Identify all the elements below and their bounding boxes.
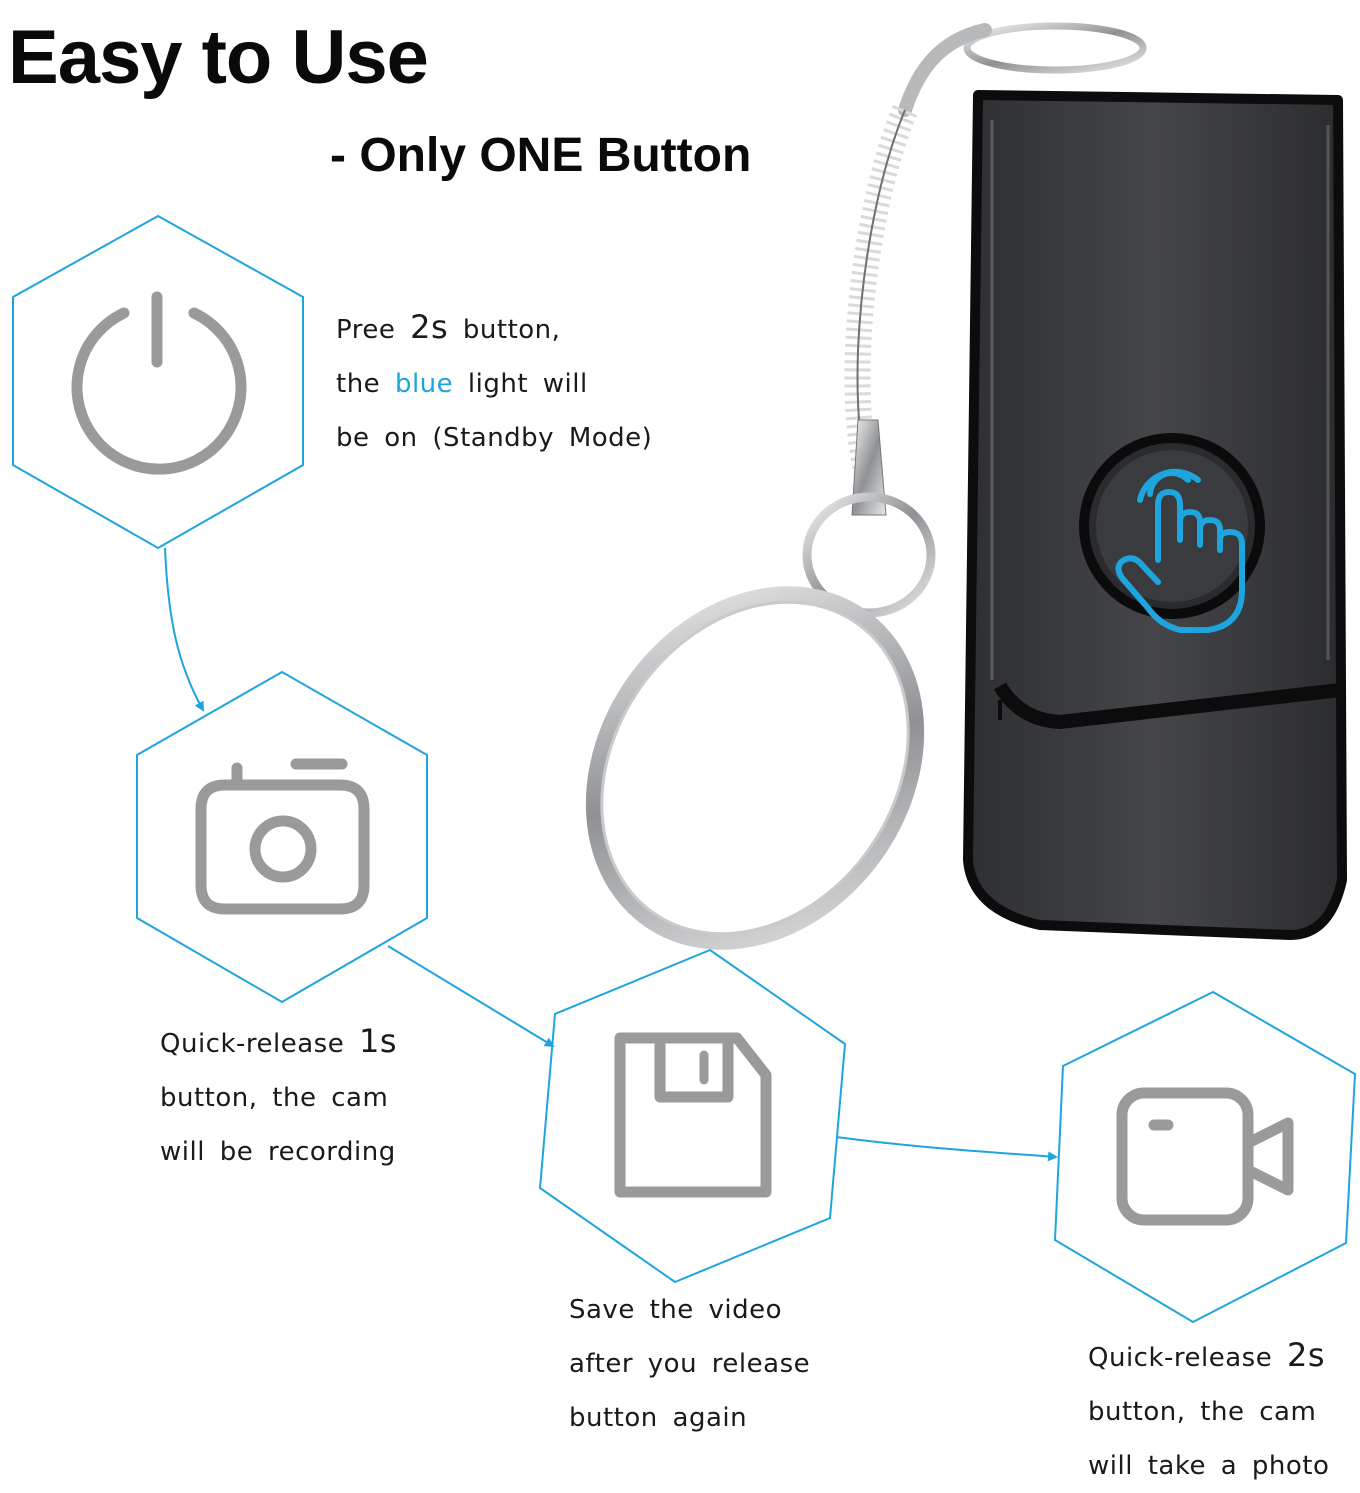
step3-line1: Save the video [569, 1295, 783, 1325]
step2-line1: Quick-release 1s [160, 1022, 398, 1060]
step4-line1: Quick-release 2s [1088, 1336, 1326, 1374]
step2-description: Quick-release 1s button, the cam will be… [160, 1014, 397, 1179]
page-title: Easy to Use [8, 15, 429, 100]
save-icon [614, 1032, 772, 1198]
step1-line2: the blue light will [336, 369, 588, 399]
flow-arrows [164, 547, 1058, 1162]
video-camera-icon [1116, 1087, 1294, 1226]
product-photo [585, 22, 1347, 950]
camera-icon [195, 758, 370, 915]
large-key-ring [585, 586, 925, 950]
arrow-step2-to-step3 [387, 945, 555, 1048]
step4-line2: button, the cam [1088, 1397, 1317, 1427]
step1-description: Pree 2s button, the blue light will be o… [336, 300, 652, 465]
hexagon-step2 [136, 670, 428, 1004]
step4-description: Quick-release 2s button, the cam will ta… [1088, 1328, 1329, 1493]
step3-line3: button again [569, 1403, 748, 1433]
arrow-step3-to-step4 [835, 1136, 1058, 1162]
step2-line3: will be recording [160, 1137, 396, 1167]
arrow-step1-to-step2 [164, 547, 204, 712]
step3-line2: after you release [569, 1349, 811, 1379]
power-icon [71, 291, 247, 475]
hexagon-step1 [12, 214, 304, 550]
step1-line3: be on (Standby Mode) [336, 423, 653, 453]
hexagon-frames [12, 214, 1357, 1324]
touch-hand-icon [1115, 468, 1245, 633]
step4-line3: will take a photo [1088, 1451, 1330, 1481]
top-key-ring [963, 22, 1147, 74]
page-subtitle: - Only ONE Button [330, 129, 752, 182]
step3-description: Save the video after you release button … [569, 1283, 810, 1445]
step1-line1: Pree 2s button, [336, 308, 561, 346]
hexagon-step3 [538, 948, 847, 1284]
step2-line2: button, the cam [160, 1083, 389, 1113]
hexagon-step4 [1053, 990, 1357, 1324]
